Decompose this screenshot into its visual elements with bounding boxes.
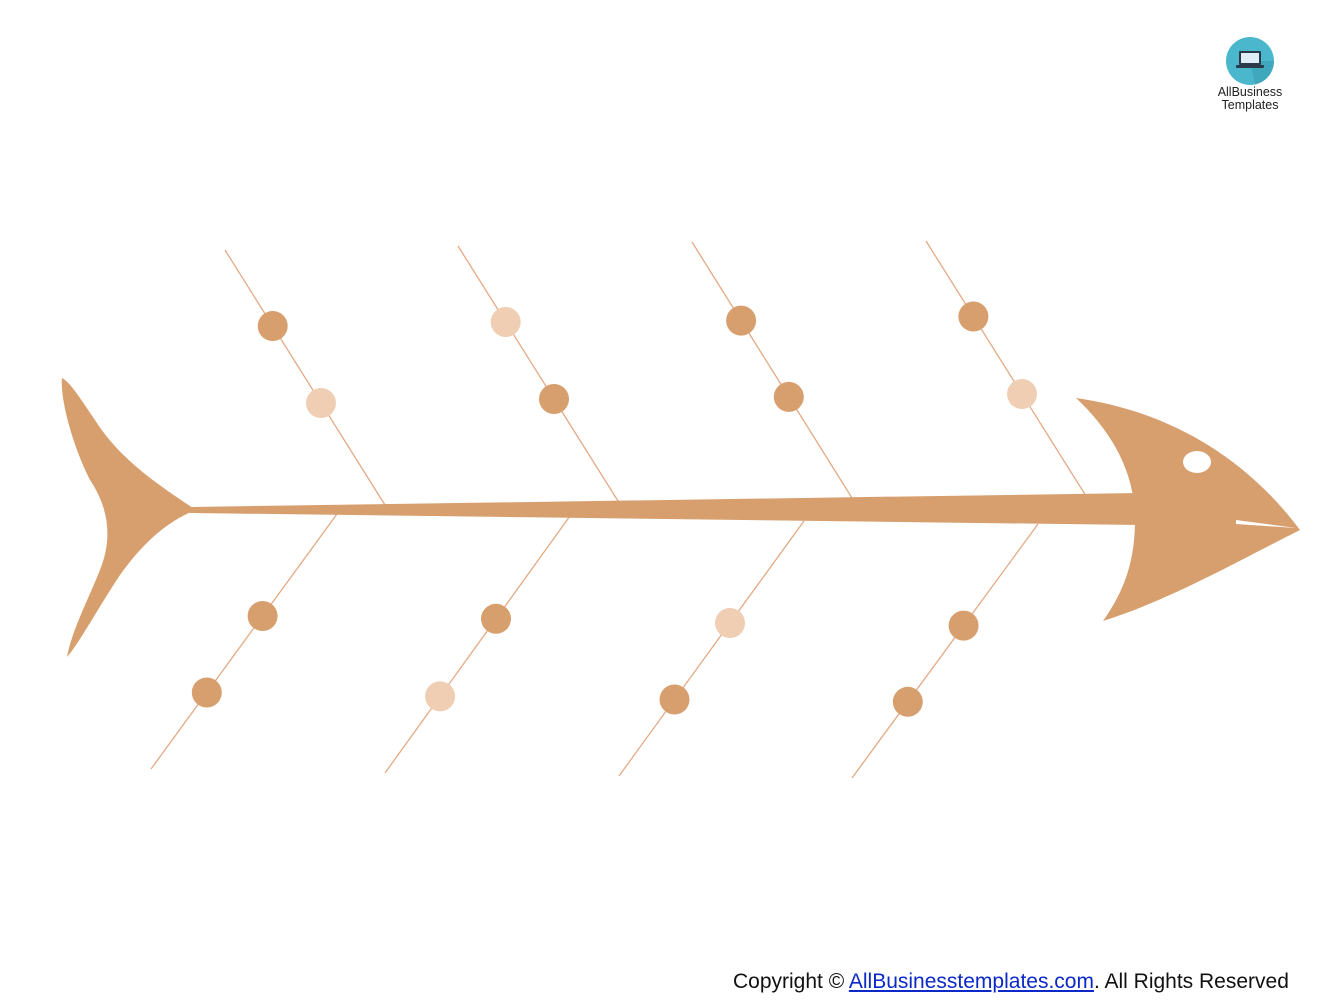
lower-bone-4-dot-1: [948, 610, 979, 641]
lower-bone-2-dot-1: [481, 603, 511, 634]
laptop-icon: [1226, 37, 1274, 85]
upper-bone-2-dot-2: [539, 384, 569, 414]
upper-bone-3: [691, 241, 853, 499]
fish-tail: [61, 378, 197, 657]
lower-bone-4: [851, 523, 1039, 779]
lower-bone-3-dot-2: [659, 684, 690, 715]
lower-bone-4-dot-2: [892, 686, 923, 717]
copyright-prefix: Copyright ©: [733, 970, 849, 993]
logo-text-line2: Templates: [1221, 98, 1279, 112]
upper-bone-1-dot-2: [306, 388, 336, 418]
upper-bone-1-dot-1: [257, 311, 288, 341]
fish-head: [1076, 398, 1300, 621]
upper-bone-4-dot-2: [1007, 379, 1037, 409]
lower-bone-1-dot-1: [247, 601, 278, 631]
lower-bone-1-dot-2: [191, 677, 222, 708]
lower-bone-1: [150, 513, 338, 770]
upper-bone-4: [925, 240, 1087, 497]
copyright-footer: Copyright © AllBusinesstemplates.com. Al…: [733, 970, 1289, 994]
upper-bone-3-dot-1: [726, 305, 757, 336]
fish-spine: [190, 493, 1140, 525]
lower-bone-2: [384, 515, 571, 774]
lower-bone-3: [618, 520, 805, 777]
bones-group: [150, 240, 1087, 779]
upper-bone-2-dot-1: [490, 307, 521, 337]
copyright-suffix: . All Rights Reserved: [1093, 970, 1289, 993]
lower-bone-3-dot-1: [715, 608, 745, 638]
upper-bone-1: [224, 249, 386, 506]
upper-bone-2: [457, 245, 619, 502]
upper-bone-3-dot-2: [773, 381, 804, 412]
fish-mouth: [1236, 520, 1296, 528]
upper-bone-4-dot-1: [958, 301, 989, 332]
lower-bone-2-dot-2: [425, 681, 456, 712]
fish-eye: [1183, 451, 1211, 473]
logo-text-line1: AllBusiness: [1217, 85, 1283, 99]
copyright-link[interactable]: AllBusinesstemplates.com: [848, 970, 1094, 993]
brand-logo: AllBusiness Templates: [1204, 36, 1296, 112]
dots-group: [191, 301, 1037, 717]
